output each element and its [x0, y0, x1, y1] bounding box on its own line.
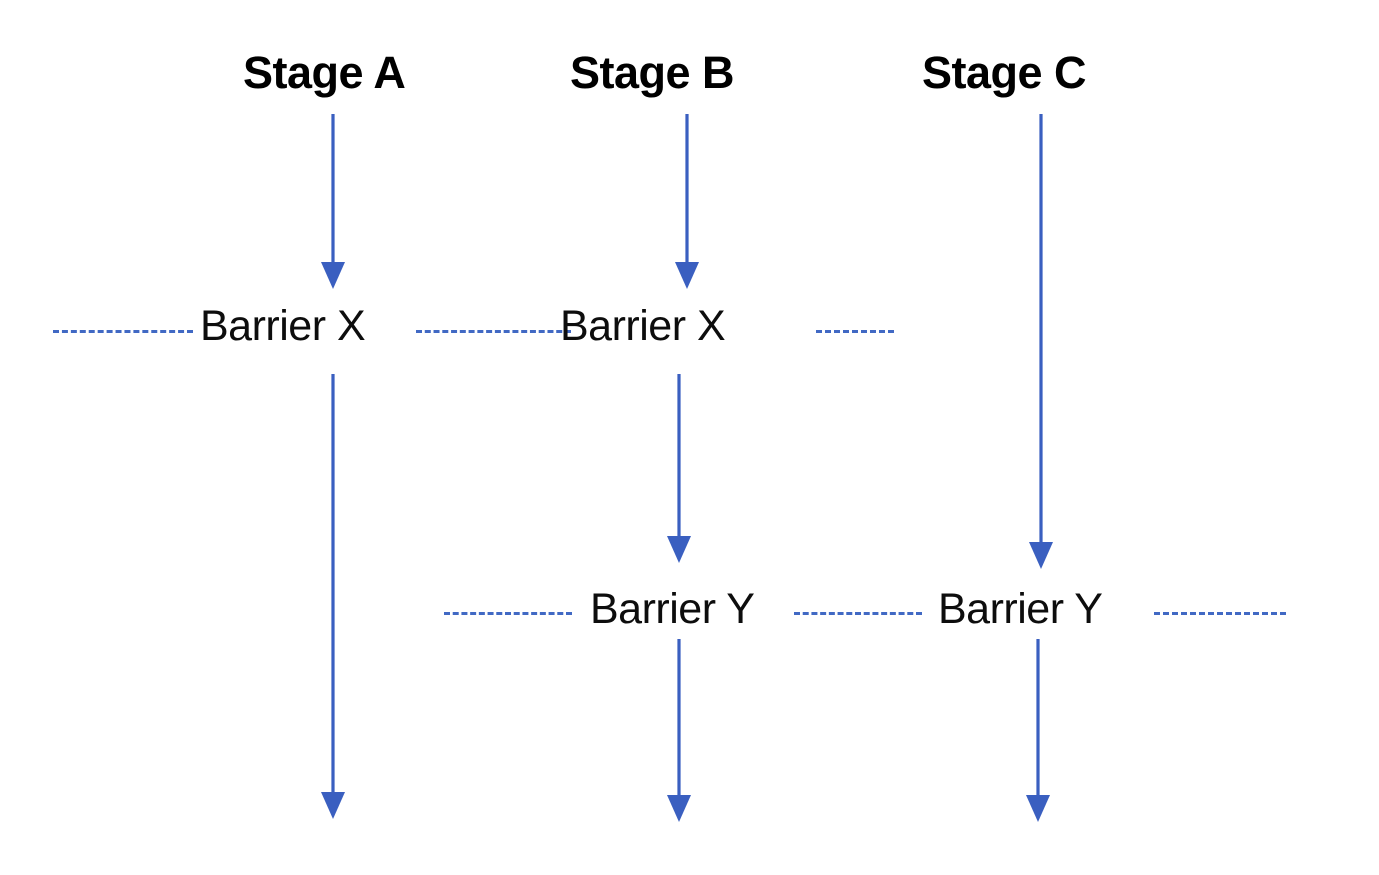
- arrow-stage-c-to-barrier-y: [1029, 114, 1053, 569]
- stage-header-b: Stage B: [570, 47, 735, 98]
- dash-left-of-barrier-x-a: [53, 330, 193, 333]
- dash-right-of-barrier-x-b: [816, 330, 894, 333]
- barrier-x-stage-b: Barrier X: [560, 302, 726, 350]
- arrow-barrier-y-c-out: [1026, 639, 1050, 822]
- barrier-y-stage-c: Barrier Y: [938, 585, 1103, 633]
- arrow-stage-b-to-barrier-x: [675, 114, 699, 289]
- arrow-stage-a-to-barrier-x: [321, 114, 345, 289]
- arrow-barrier-x-b-to-barrier-y: [667, 374, 691, 563]
- dash-right-of-barrier-y-c: [1154, 612, 1286, 615]
- barrier-x-stage-a: Barrier X: [200, 302, 366, 350]
- stage-header-c: Stage C: [922, 47, 1087, 98]
- dash-between-barrier-x-a-and-b: [416, 330, 571, 333]
- arrow-barrier-x-a-out: [321, 374, 345, 819]
- dash-between-barrier-y-b-and-c: [794, 612, 922, 615]
- stage-header-a: Stage A: [243, 47, 406, 98]
- dash-left-of-barrier-y-b: [444, 612, 572, 615]
- barrier-y-stage-b: Barrier Y: [590, 585, 755, 633]
- arrow-barrier-y-b-out: [667, 639, 691, 822]
